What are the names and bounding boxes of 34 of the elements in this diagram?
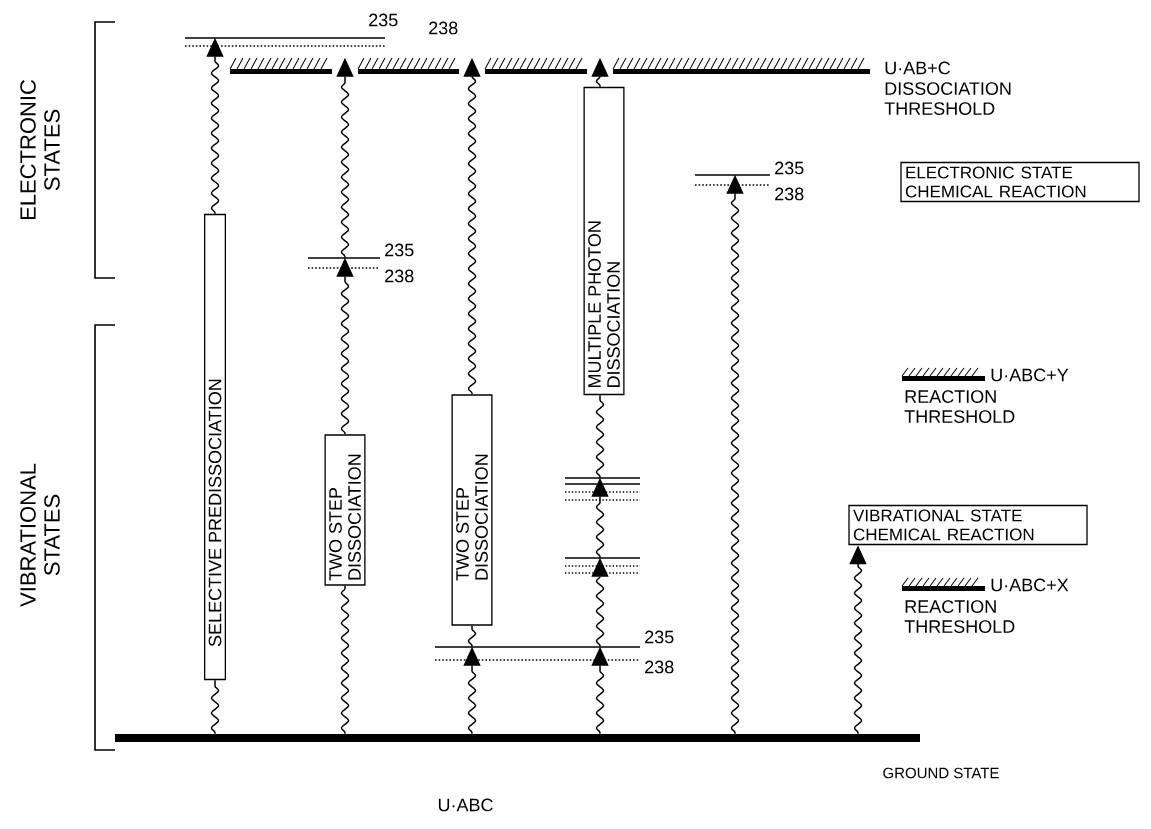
threshold-bar	[901, 577, 985, 591]
threshold-bar	[901, 367, 985, 381]
energy-label: 238	[385, 269, 414, 283]
energy-label: 238	[645, 660, 674, 674]
energy-label: U·AB+C	[885, 61, 951, 75]
label-box: MULTIPLE PHOTON DISSOCIATION	[583, 86, 625, 396]
axis-label: VIBRATIONAL STATES	[20, 463, 60, 607]
energy-label: REACTION THRESHOLD	[904, 600, 1015, 633]
label-box: VIBRATIONAL STATE CHEMICAL REACTION	[848, 504, 1088, 546]
energy-level	[564, 477, 641, 501]
energy-label: 235	[385, 243, 414, 257]
energy-level	[564, 557, 641, 574]
energy-level	[434, 646, 641, 661]
label-box: TWO STEP DISSOCIATION	[451, 394, 493, 626]
threshold-bar	[229, 57, 870, 74]
energy-label: 235	[645, 630, 674, 644]
ground-state-bar	[115, 734, 920, 742]
energy-label: GROUND STATE	[883, 767, 999, 779]
energy-level	[184, 37, 386, 47]
energy-label: 238	[775, 187, 804, 201]
label-box: SELECTIVE PREDISSOCIATION	[204, 213, 227, 681]
energy-label: REACTION THRESHOLD	[904, 390, 1015, 423]
energy-label: U·ABC+X	[991, 578, 1069, 592]
label-box: TWO STEP DISSOCIATION	[324, 434, 366, 586]
energy-label: U·ABC+Y	[991, 368, 1069, 382]
energy-level	[694, 174, 771, 186]
axis-label: ELECTRONIC STATES	[20, 79, 60, 220]
energy-label: 235	[775, 161, 804, 175]
energy-label: 235	[369, 13, 398, 27]
energy-label: 238	[429, 21, 458, 35]
energy-label: DISSOCIATION THRESHOLD	[884, 82, 1011, 115]
label-box: ELECTRONIC STATE CHEMICAL REACTION	[900, 161, 1140, 203]
energy-level	[307, 257, 381, 269]
energy-label: U·ABC	[438, 798, 493, 812]
